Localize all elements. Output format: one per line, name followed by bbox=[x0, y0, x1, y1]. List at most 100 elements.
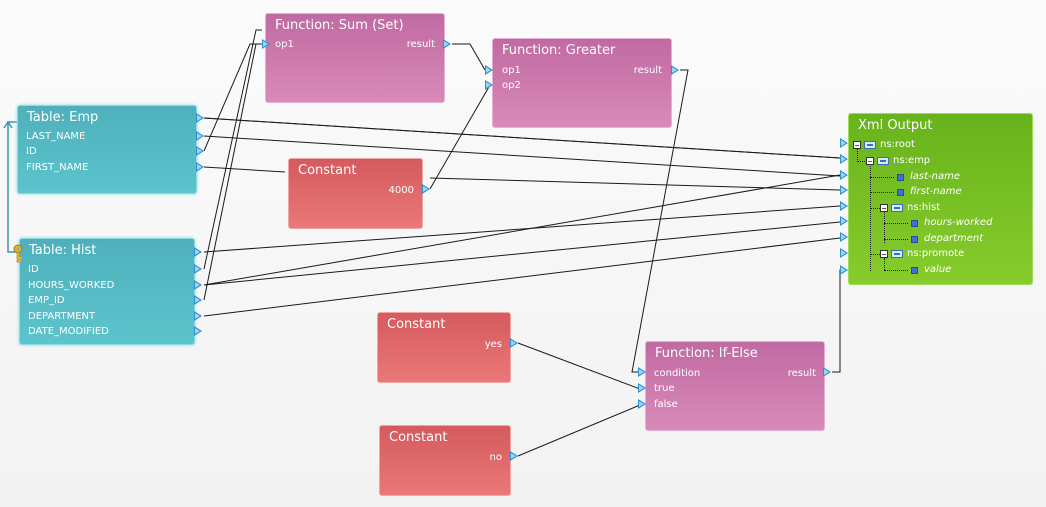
port-emp-first-name[interactable] bbox=[196, 162, 204, 172]
greater-input-op1: op1 bbox=[502, 65, 521, 76]
port-constant-no[interactable] bbox=[510, 451, 518, 461]
port-xml-hist[interactable] bbox=[840, 201, 848, 211]
port-xml-emp[interactable] bbox=[840, 154, 848, 164]
xml-output-title: Xml Output bbox=[858, 118, 933, 133]
wire-ifelse-value bbox=[832, 269, 842, 373]
table-hist-node[interactable]: Table: Hist ID HOURS_WORKED EMP_ID DEPAR… bbox=[19, 238, 195, 345]
column-emp-id: EMP_ID bbox=[28, 295, 65, 306]
column-date-modified: DATE_MODIFIED bbox=[28, 326, 109, 337]
port-sum-op1[interactable] bbox=[262, 39, 270, 49]
element-icon bbox=[891, 204, 903, 212]
ifelse-output-result: result bbox=[787, 368, 816, 379]
tree-node-root[interactable]: − ns:root bbox=[853, 139, 915, 151]
port-xml-value[interactable] bbox=[840, 265, 848, 275]
port-xml-hours-worked[interactable] bbox=[840, 216, 848, 226]
column-id: ID bbox=[26, 146, 37, 157]
tree-label-first-name: first-name bbox=[910, 186, 962, 197]
tree-node-value[interactable]: value bbox=[911, 264, 951, 276]
tree-label-department: department bbox=[924, 233, 984, 244]
port-hist-row[interactable] bbox=[194, 247, 202, 257]
port-hist-department[interactable] bbox=[194, 311, 202, 321]
tree-node-first-name[interactable]: first-name bbox=[897, 186, 962, 198]
attribute-icon bbox=[911, 266, 918, 274]
constant-4000-node[interactable]: Constant 4000 bbox=[288, 158, 423, 229]
port-hist-hours-worked[interactable] bbox=[194, 280, 202, 290]
element-icon bbox=[864, 141, 876, 149]
port-emp-row[interactable] bbox=[196, 113, 204, 123]
attribute-icon bbox=[911, 219, 918, 227]
element-icon bbox=[877, 157, 889, 165]
tree-node-department[interactable]: department bbox=[911, 233, 983, 245]
tree-node-hist[interactable]: − ns:hist bbox=[880, 202, 940, 214]
function-ifelse-title: Function: If-Else bbox=[655, 346, 758, 361]
constant-no-node[interactable]: Constant no bbox=[379, 425, 511, 496]
tree-label-promote: ns:promote bbox=[907, 248, 965, 259]
port-emp-last-name[interactable] bbox=[196, 131, 204, 141]
constant-no-title: Constant bbox=[389, 430, 448, 445]
port-xml-first-name[interactable] bbox=[840, 185, 848, 195]
column-hist-id: ID bbox=[28, 264, 39, 275]
tree-node-emp[interactable]: − ns:emp bbox=[866, 155, 930, 167]
key-icon bbox=[13, 244, 23, 263]
wire-emp-hist-relation bbox=[7, 121, 17, 253]
port-ifelse-false[interactable] bbox=[638, 399, 646, 409]
table-emp-node[interactable]: Table: Emp LAST_NAME ID FIRST_NAME bbox=[17, 105, 197, 194]
wire-sum-greater bbox=[452, 43, 486, 71]
port-ifelse-true[interactable] bbox=[638, 383, 646, 393]
column-first-name: FIRST_NAME bbox=[26, 162, 89, 173]
port-greater-result[interactable] bbox=[671, 65, 679, 75]
attribute-icon bbox=[897, 188, 904, 196]
tree-node-hours-worked[interactable]: hours-worked bbox=[911, 217, 992, 229]
function-greater-node[interactable]: Function: Greater op1 op2 result bbox=[492, 38, 672, 128]
collapse-toggle-icon[interactable]: − bbox=[880, 250, 888, 259]
sum-output-result: result bbox=[406, 39, 435, 50]
wire-hist-id-sum bbox=[203, 29, 262, 270]
column-hours-worked: HOURS_WORKED bbox=[28, 280, 115, 291]
collapse-toggle-icon[interactable]: − bbox=[853, 141, 861, 150]
collapse-toggle-icon[interactable]: − bbox=[880, 204, 888, 213]
tree-node-last-name[interactable]: last-name bbox=[897, 171, 960, 183]
constant-yes-title: Constant bbox=[387, 317, 446, 332]
xml-output-node[interactable]: Xml Output − ns:root − ns:emp last-name … bbox=[848, 113, 1033, 285]
port-ifelse-result[interactable] bbox=[823, 367, 831, 377]
tree-label-hours-worked: hours-worked bbox=[924, 217, 993, 228]
port-xml-promote[interactable] bbox=[840, 248, 848, 258]
wire-no-false bbox=[517, 404, 641, 457]
port-constant-4000[interactable] bbox=[422, 184, 430, 194]
tree-label-last-name: last-name bbox=[910, 171, 961, 182]
wire-department bbox=[203, 237, 841, 317]
table-hist-title: Table: Hist bbox=[29, 243, 97, 258]
port-sum-result[interactable] bbox=[443, 39, 451, 49]
ifelse-input-condition: condition bbox=[654, 368, 701, 379]
table-emp-title: Table: Emp bbox=[27, 110, 99, 125]
wire-empid-sum bbox=[203, 43, 257, 301]
port-xml-last-name[interactable] bbox=[840, 170, 848, 180]
port-emp-id[interactable] bbox=[196, 146, 204, 156]
greater-input-op2: op2 bbox=[502, 80, 521, 91]
port-xml-department[interactable] bbox=[840, 232, 848, 242]
port-xml-root[interactable] bbox=[840, 138, 848, 148]
collapse-toggle-icon[interactable]: − bbox=[866, 157, 874, 166]
port-constant-yes[interactable] bbox=[510, 338, 518, 348]
greater-output-result: result bbox=[633, 65, 662, 76]
wire-emp-id-sum bbox=[203, 43, 262, 152]
port-hist-id[interactable] bbox=[194, 264, 202, 274]
constant-no-value: no bbox=[489, 452, 502, 463]
tree-label-hist: ns:hist bbox=[907, 202, 941, 213]
function-sum-node[interactable]: Function: Sum (Set) op1 result bbox=[265, 13, 445, 103]
attribute-icon bbox=[897, 173, 904, 181]
port-greater-op1[interactable] bbox=[485, 65, 493, 75]
constant-yes-node[interactable]: Constant yes bbox=[377, 312, 511, 383]
port-ifelse-condition[interactable] bbox=[638, 367, 646, 377]
function-ifelse-node[interactable]: Function: If-Else condition true false r… bbox=[645, 341, 825, 431]
tree-node-promote[interactable]: − ns:promote bbox=[880, 248, 964, 260]
wire-yes-true bbox=[517, 342, 641, 390]
port-greater-op2[interactable] bbox=[485, 80, 493, 90]
ifelse-input-false: false bbox=[654, 399, 678, 410]
port-hist-emp-id[interactable] bbox=[194, 295, 202, 305]
port-hist-date-modified[interactable] bbox=[194, 326, 202, 336]
relation-arrow bbox=[3, 120, 13, 129]
constant-4000-title: Constant bbox=[298, 163, 357, 178]
wire-hours bbox=[203, 221, 841, 286]
attribute-icon bbox=[911, 235, 918, 243]
